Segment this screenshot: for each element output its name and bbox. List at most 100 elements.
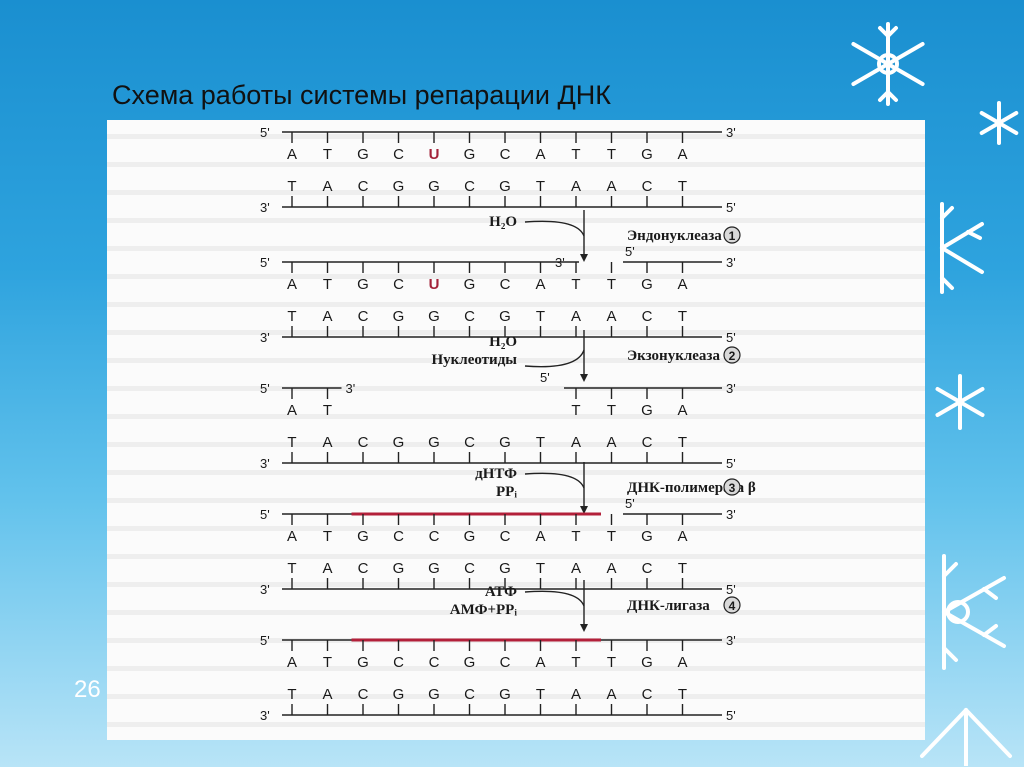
bottom-strand-base: T <box>287 434 296 451</box>
bottom-strand-base: T <box>678 686 687 703</box>
arrow-head <box>580 506 588 514</box>
top-strand-base: A <box>535 276 545 293</box>
snowflake-icon <box>920 708 1012 766</box>
reagent-arrow <box>524 472 585 489</box>
background-text-line <box>107 302 925 307</box>
bottom-strand-base: C <box>642 560 653 577</box>
bottom-strand-base: T <box>536 686 545 703</box>
top-strand-base: C <box>429 528 440 545</box>
bottom-strand-base: A <box>322 686 332 703</box>
top-strand-base: C <box>393 146 404 163</box>
slide-title: Схема работы системы репарации ДНК <box>112 80 611 110</box>
top-strand-base: T <box>571 276 580 293</box>
bottom-strand-base: T <box>287 308 296 325</box>
background-text-line <box>107 330 925 335</box>
prime-label-5: 5' <box>726 456 736 471</box>
top-strand-base: G <box>464 146 476 163</box>
bottom-strand-base: C <box>464 686 475 703</box>
bottom-strand-base: C <box>464 308 475 325</box>
top-strand-base: T <box>571 654 580 671</box>
top-strand-base: G <box>641 276 653 293</box>
bottom-strand-base: G <box>428 560 440 577</box>
background-text-line <box>107 246 925 251</box>
top-strand-base: A <box>287 654 297 671</box>
snowflake-icon <box>979 101 1019 145</box>
prime-label-5: 5' <box>540 370 550 385</box>
bottom-strand-base: C <box>358 560 369 577</box>
top-strand-base: U <box>429 146 440 163</box>
bottom-strand-base: A <box>322 560 332 577</box>
top-strand-base: C <box>500 654 511 671</box>
top-strand-base: G <box>641 402 653 419</box>
bottom-strand-base: G <box>428 686 440 703</box>
prime-label-3: 3' <box>726 125 736 140</box>
reagent-arrow <box>524 590 585 607</box>
step-number: 1 <box>729 229 736 243</box>
bottom-strand-base: C <box>642 686 653 703</box>
prime-label-5: 5' <box>726 330 736 345</box>
prime-label-3: 3' <box>260 582 270 597</box>
bottom-strand-base: A <box>606 308 616 325</box>
bottom-strand-base: G <box>428 178 440 195</box>
top-strand-base: T <box>323 276 332 293</box>
bottom-strand-base: T <box>536 308 545 325</box>
bottom-strand-base: G <box>393 686 405 703</box>
reagent-label: Нуклеотиды <box>432 352 518 368</box>
reagent-label: АМФ+PPᵢ <box>450 602 518 618</box>
snowflake-icon <box>935 374 985 430</box>
bottom-strand-base: G <box>393 178 405 195</box>
background-text-line <box>107 470 925 475</box>
bottom-strand-base: G <box>393 560 405 577</box>
bottom-strand-base: C <box>642 434 653 451</box>
top-strand-base: G <box>464 654 476 671</box>
background-text-line <box>107 722 925 727</box>
prime-label-5: 5' <box>260 633 270 648</box>
prime-label-3: 3' <box>726 633 736 648</box>
bottom-strand-base: G <box>499 560 511 577</box>
top-strand-base: T <box>607 654 616 671</box>
top-strand-base: A <box>287 146 297 163</box>
prime-label-3: 3' <box>260 708 270 723</box>
top-strand-base: C <box>500 276 511 293</box>
bottom-strand-base: T <box>678 178 687 195</box>
prime-label-3: 3' <box>726 255 736 270</box>
bottom-strand-base: A <box>571 308 581 325</box>
step-number: 4 <box>729 599 736 613</box>
background-text-line <box>107 666 925 671</box>
prime-label-5: 5' <box>260 381 270 396</box>
bottom-strand-base: C <box>464 178 475 195</box>
background-text-line <box>107 610 925 615</box>
bottom-strand-base: C <box>358 178 369 195</box>
prime-label-5: 5' <box>625 244 635 259</box>
bottom-strand-base: T <box>678 434 687 451</box>
bottom-strand-base: A <box>606 560 616 577</box>
background-text-line <box>107 526 925 531</box>
top-strand-base: A <box>535 528 545 545</box>
top-strand-base: C <box>393 276 404 293</box>
top-strand-base: C <box>500 528 511 545</box>
top-strand-base: G <box>464 528 476 545</box>
bottom-strand-base: T <box>536 434 545 451</box>
bottom-strand-base: C <box>464 560 475 577</box>
background-text-line <box>107 274 925 279</box>
reagent-label: дНТФ <box>475 466 517 482</box>
prime-label-5: 5' <box>726 582 736 597</box>
top-strand-base: A <box>677 402 687 419</box>
prime-label-3: 3' <box>260 200 270 215</box>
bottom-strand-base: A <box>571 560 581 577</box>
enzyme-label: Экзонуклеаза <box>627 348 720 364</box>
reagent-label: H₂O <box>489 334 517 350</box>
top-strand-base: T <box>571 146 580 163</box>
top-strand-base: A <box>287 276 297 293</box>
bottom-strand-base: C <box>464 434 475 451</box>
snowflake-icon <box>851 22 925 106</box>
reagent-label: H₂O <box>489 214 517 230</box>
enzyme-label: ДНК-лигаза <box>627 598 710 614</box>
background-text-line <box>107 498 925 503</box>
step-number-badge <box>723 478 741 496</box>
step-number-badge <box>723 226 741 244</box>
arrow-head <box>580 624 588 632</box>
background-text-line <box>107 162 925 167</box>
reagent-arrow <box>524 349 585 368</box>
top-strand-base: A <box>287 402 297 419</box>
